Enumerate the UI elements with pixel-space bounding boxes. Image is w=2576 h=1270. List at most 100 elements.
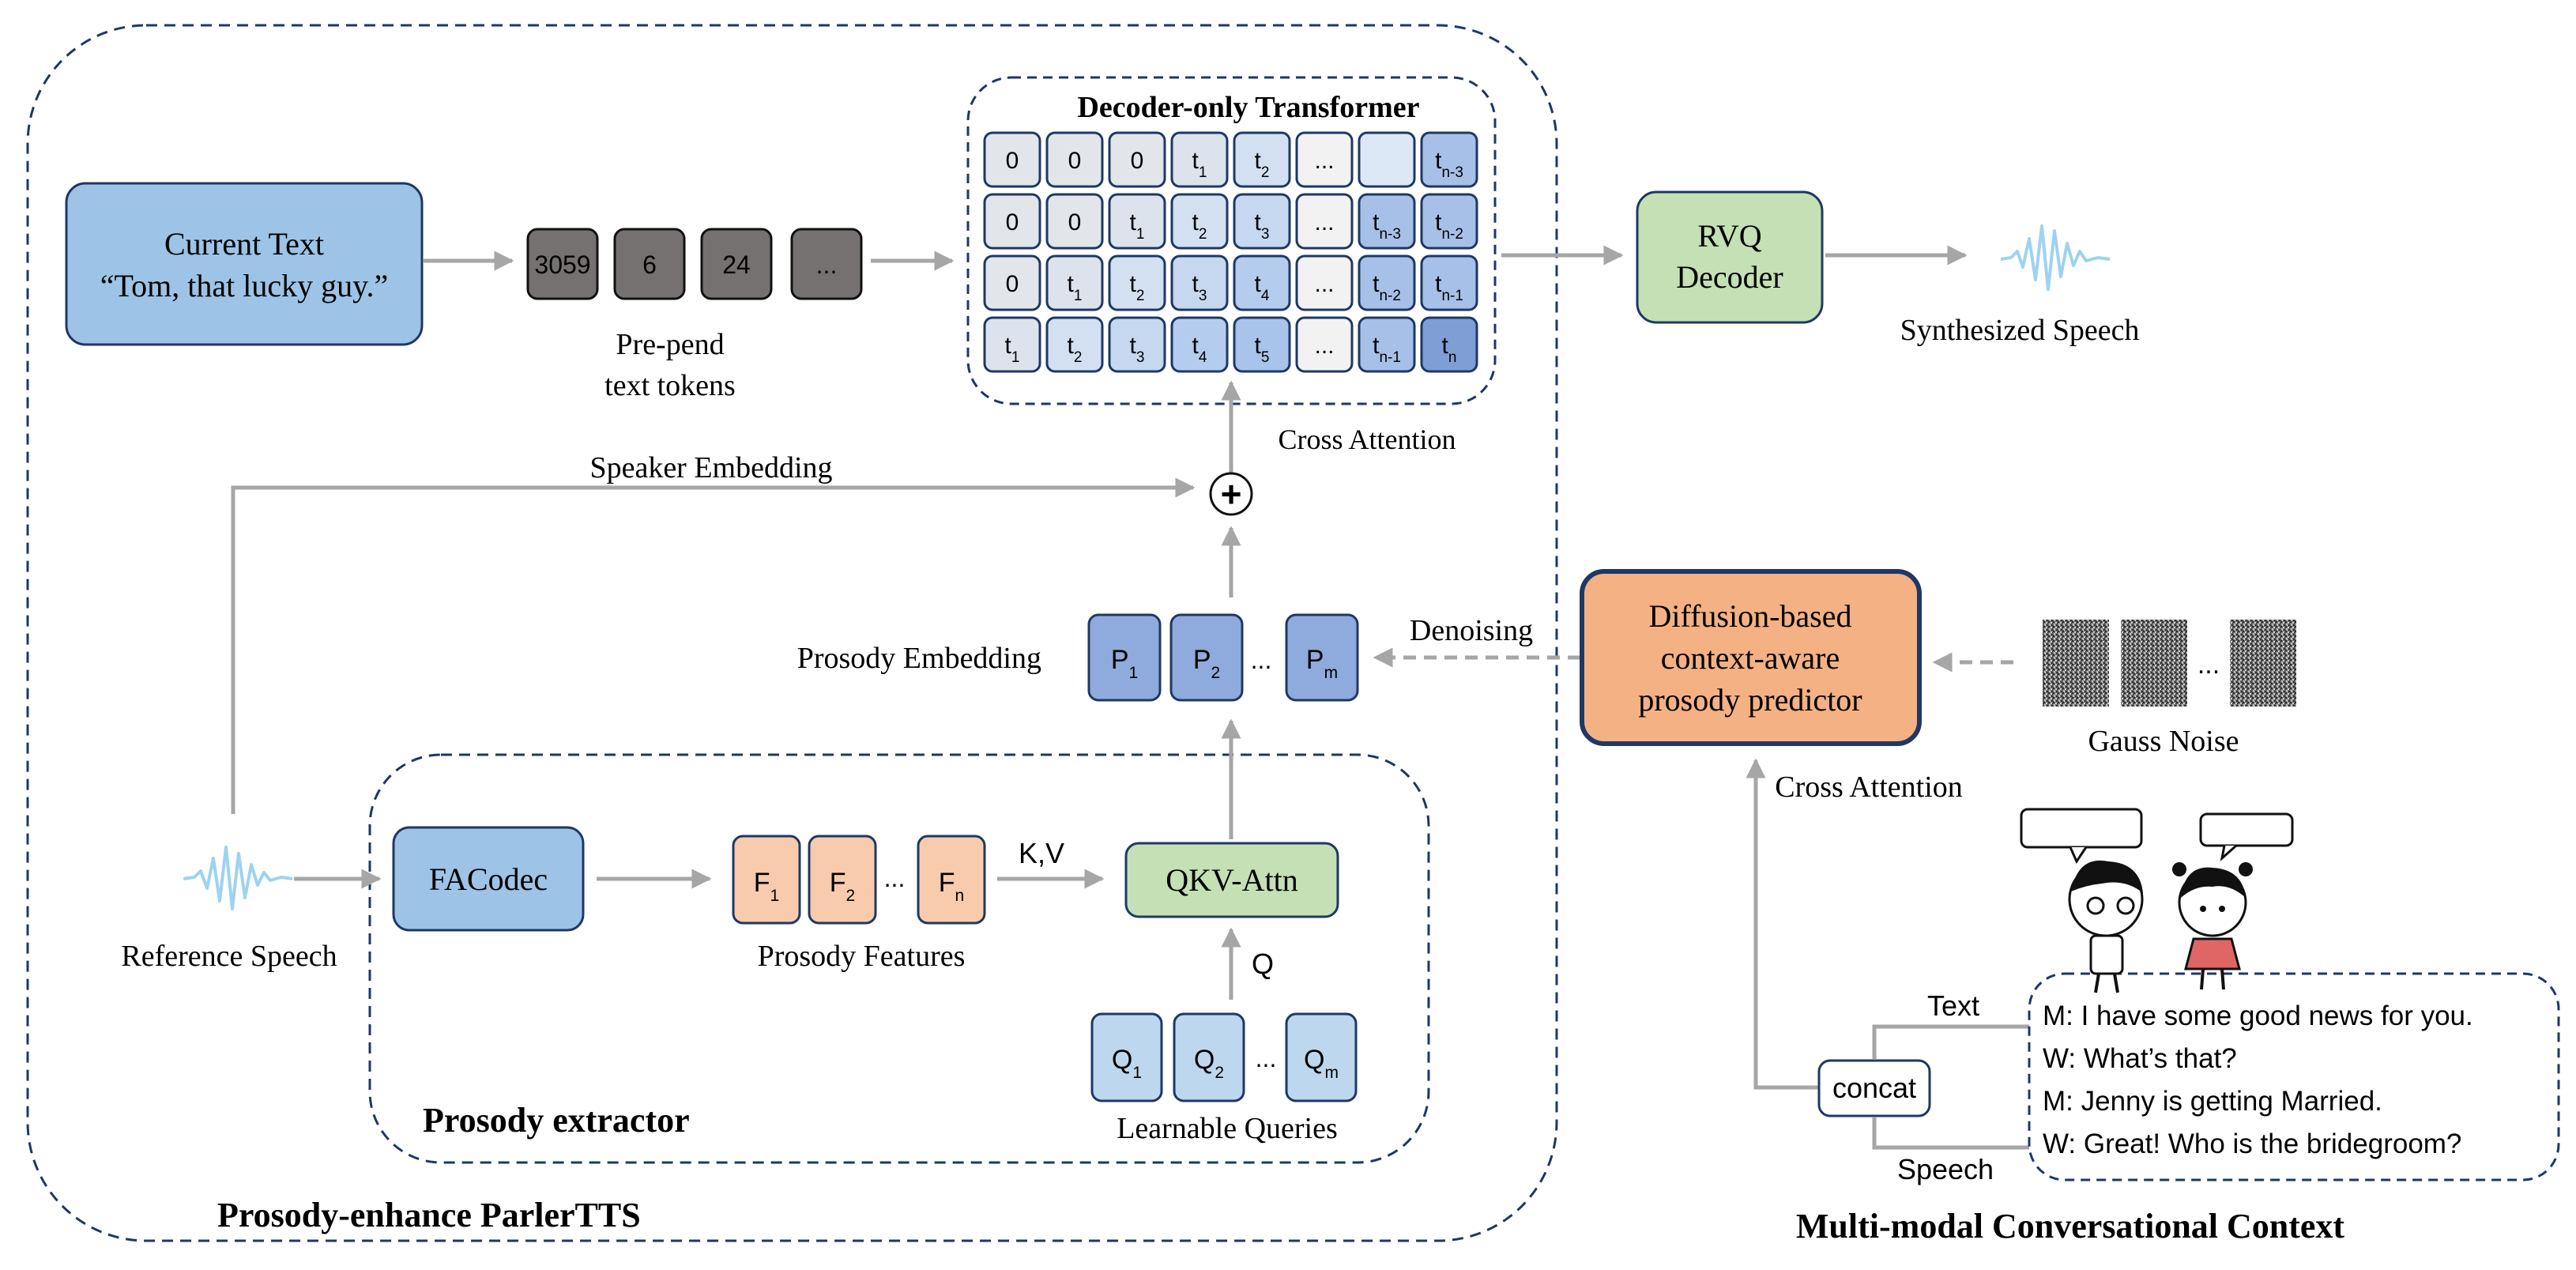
- transformer-token-cell: [1170, 316, 1229, 373]
- prosody-feature-token: [732, 835, 801, 925]
- dialogue-box: [2028, 972, 2560, 1181]
- transformer-token-cell: [983, 131, 1041, 188]
- text-token-box: [613, 228, 686, 300]
- transformer-token-cell: [1108, 193, 1166, 250]
- prosody-extractor-title: Prosody extractor: [423, 1101, 690, 1140]
- learnable-queries-label: Learnable Queries: [1117, 1112, 1338, 1145]
- concat-box: [1817, 1059, 1931, 1117]
- transformer-token-label: ...: [1314, 148, 1334, 174]
- text-token-label: ...: [816, 251, 838, 279]
- transformer-token-cell: [1295, 254, 1354, 311]
- gauss-noise-images: ...: [2043, 620, 2296, 707]
- rvq-decoder-line1: RVQ: [1697, 218, 1761, 254]
- prosody-embedding-token: [1169, 613, 1244, 702]
- prosody-predictor-box: [1580, 569, 1922, 746]
- text-token-label: 3059: [534, 251, 590, 279]
- transformer-token-cell: [1108, 254, 1166, 311]
- transformer-token-cell: [1358, 193, 1416, 250]
- facodec-label: FACodec: [429, 861, 548, 897]
- predictor-cross-attention-label: Cross Attention: [1775, 771, 1963, 804]
- transformer-token-cell: [1233, 254, 1291, 311]
- transformer-token-cell: [1420, 316, 1478, 373]
- rvq-decoder-line2: Decoder: [1676, 259, 1783, 295]
- cross-attention-label: Cross Attention: [1278, 424, 1456, 455]
- prosody-embedding-label: Prosody Embedding: [797, 642, 1041, 675]
- denoising-label: Denoising: [1410, 614, 1533, 647]
- learnable-query-token: [1285, 1012, 1358, 1102]
- text-token-box: [700, 228, 773, 300]
- context-to-predictor-line: [1746, 758, 1819, 1090]
- transformer-token-cell: [1108, 131, 1166, 188]
- text-token-label: 6: [642, 251, 657, 279]
- concat-label: concat: [1832, 1072, 1916, 1104]
- transformer-token-label: 0: [1131, 148, 1144, 174]
- transformer-token-cell: [1233, 193, 1291, 250]
- dialogue-line: M: Jenny is getting Married.: [2043, 1086, 2382, 1117]
- speech-branch-line: [1872, 1117, 2029, 1150]
- learnable-query-token: [1173, 1012, 1245, 1102]
- predictor-line3: prosody predictor: [1638, 682, 1862, 718]
- transformer-token-cell: [983, 316, 1041, 373]
- transformer-token-cell: [1045, 131, 1104, 188]
- speaker-embedding-line: [231, 477, 1196, 814]
- transformer-token-cell: [1233, 131, 1291, 188]
- speaker-embedding-label: Speaker Embedding: [589, 451, 832, 484]
- speech-branch-label: Speech: [1897, 1153, 1994, 1185]
- transformer-token-cell: [983, 193, 1041, 250]
- transformer-token-cell: [1233, 316, 1291, 373]
- prepend-label-line2: text tokens: [604, 369, 736, 402]
- transformer-token-cell: [1358, 254, 1416, 311]
- prosody-embedding-token: [1087, 613, 1162, 702]
- reference-waveform-icon: [183, 846, 293, 910]
- decoder-transformer-title: Decoder-only Transformer: [1077, 91, 1419, 124]
- noise-image: [2043, 620, 2109, 707]
- text-token-label: 24: [722, 251, 751, 279]
- text-token-row: 3059 6 24...: [526, 228, 863, 300]
- transformer-token-cell: [1420, 254, 1478, 311]
- transformer-token-cell: [1420, 131, 1478, 188]
- transformer-token-cell: [1358, 316, 1416, 373]
- learnable-query-ellipsis: ...: [1256, 1044, 1277, 1072]
- prosody-embedding-token: [1285, 613, 1359, 702]
- reference-speech-label: Reference Speech: [121, 940, 337, 973]
- text-token-box: [790, 228, 863, 300]
- gauss-noise-label: Gauss Noise: [2088, 725, 2239, 758]
- transformer-token-cell: [1295, 131, 1354, 188]
- transformer-token-label: 0: [1006, 271, 1019, 297]
- speech-bubble: [2199, 812, 2294, 847]
- prosody-feature-token: [917, 835, 986, 925]
- current-text-sentence: “Tom, that lucky guy.”: [100, 268, 389, 303]
- qkv-attn-label: QKV-Attn: [1166, 862, 1297, 898]
- predictor-line1: Diffusion-based: [1649, 598, 1852, 634]
- transformer-token-cell: [1295, 193, 1354, 250]
- synthesized-speech-label: Synthesized Speech: [1900, 314, 2140, 347]
- noise-image: [2121, 620, 2187, 707]
- transformer-token-cell: [1295, 316, 1354, 373]
- conversation-characters-illustration: [2020, 808, 2294, 993]
- current-text-title: Current Text: [164, 226, 324, 262]
- transformer-token-label: 0: [1068, 148, 1082, 174]
- rvq-decoder-box: [1636, 190, 1824, 324]
- transformer-token-cell: [1045, 316, 1104, 373]
- q-label: Q: [1252, 948, 1274, 980]
- facodec-box: [392, 826, 585, 932]
- text-token-box: [526, 228, 599, 300]
- prosody-features-label: Prosody Features: [758, 940, 966, 973]
- transformer-token-label: 0: [1006, 209, 1019, 236]
- transformer-token-cell: [1358, 131, 1416, 188]
- prosody-embedding-ellipsis: ...: [1251, 646, 1272, 674]
- dialogue-line: M: I have some good news for you.: [2043, 1001, 2473, 1031]
- text-branch-label: Text: [1927, 989, 1979, 1022]
- learnable-query-token: [1090, 1012, 1163, 1102]
- transformer-token-label: ...: [1314, 209, 1334, 236]
- transformer-token-label: ...: [1314, 271, 1334, 297]
- parler-tts-container: [26, 24, 1558, 1242]
- context-title: Multi-modal Conversational Context: [1796, 1207, 2345, 1246]
- kv-label: K,V: [1019, 837, 1064, 869]
- noise-image: [2230, 620, 2296, 707]
